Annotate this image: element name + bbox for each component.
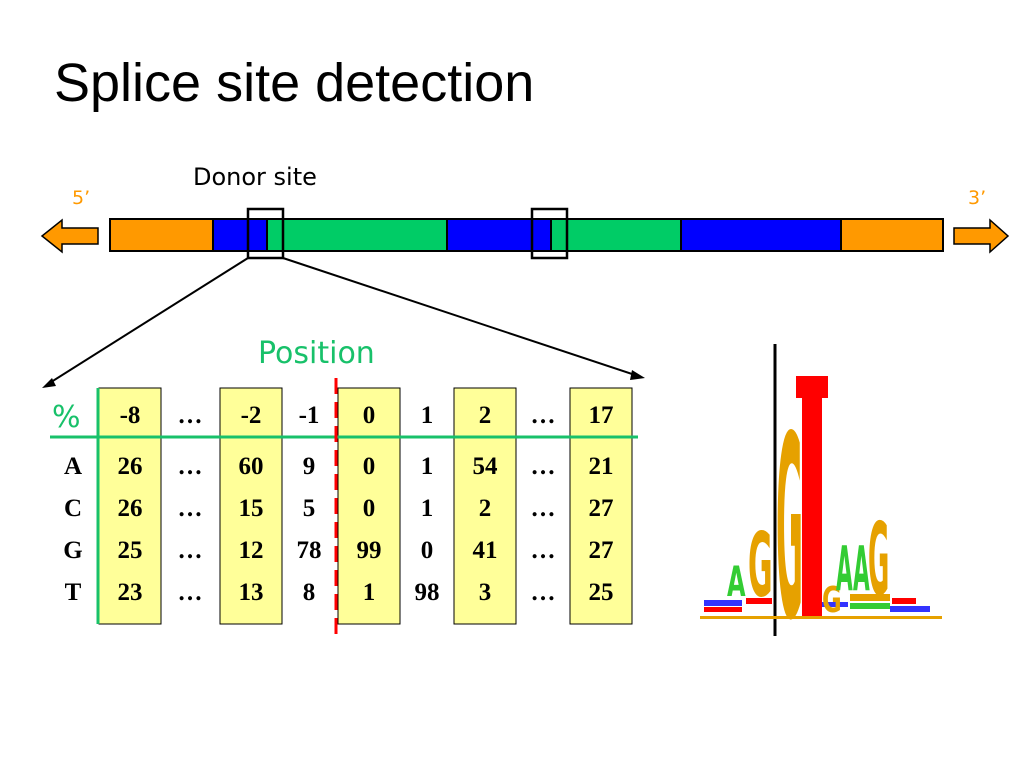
position-header: … bbox=[530, 402, 556, 429]
five-prime-arrow bbox=[40, 218, 99, 254]
table-cell: 41 bbox=[472, 537, 498, 564]
table-cell: 54 bbox=[472, 453, 498, 480]
table-cell: 25 bbox=[588, 579, 614, 606]
exon-2 bbox=[446, 218, 552, 252]
logo-letter-g2: G bbox=[776, 383, 803, 676]
table-cell: 1 bbox=[420, 453, 434, 480]
table-cell: … bbox=[530, 579, 556, 606]
table-cell: … bbox=[177, 453, 203, 480]
table-cell: … bbox=[530, 495, 556, 522]
three-prime-arrow bbox=[953, 218, 1010, 254]
three-prime-label: 3’ bbox=[968, 187, 987, 209]
logo-letter-g1: G bbox=[748, 514, 773, 617]
utr-5 bbox=[109, 218, 214, 252]
donor-site-box bbox=[246, 207, 285, 260]
table-cell: 0 bbox=[362, 453, 376, 480]
donor-site-label: Donor site bbox=[193, 163, 317, 191]
table-cell: 1 bbox=[362, 579, 376, 606]
table-cell: 23 bbox=[117, 579, 143, 606]
base-label: T bbox=[64, 579, 82, 606]
slide-title: Splice site detection bbox=[54, 53, 535, 113]
sequence-logo: A G G G A A G bbox=[700, 344, 942, 676]
table-cell: 8 bbox=[302, 579, 316, 606]
logo-letter-a3: A bbox=[853, 533, 870, 605]
base-label: C bbox=[63, 495, 83, 522]
table-cell: 12 bbox=[238, 537, 264, 564]
table-cell: … bbox=[177, 495, 203, 522]
table-cell: 27 bbox=[588, 495, 614, 522]
table-cell: 5 bbox=[302, 495, 316, 522]
position-header: -8 bbox=[119, 402, 141, 429]
position-header: -2 bbox=[240, 402, 262, 429]
table-cell: 26 bbox=[117, 453, 143, 480]
position-header: … bbox=[177, 402, 203, 429]
base-label: A bbox=[63, 453, 83, 480]
utr-3 bbox=[840, 218, 944, 252]
exon-1 bbox=[212, 218, 268, 252]
logo-letter-g3: G bbox=[822, 580, 842, 621]
position-header: -1 bbox=[298, 402, 320, 429]
table-cell: 60 bbox=[238, 453, 264, 480]
table-cell: 99 bbox=[356, 537, 382, 564]
table-cell: 0 bbox=[420, 537, 434, 564]
position-header: 0 bbox=[362, 402, 376, 429]
position-header: 1 bbox=[420, 402, 434, 429]
table-cell: … bbox=[177, 579, 203, 606]
intron-2 bbox=[550, 218, 682, 252]
percent-label: % bbox=[52, 400, 81, 435]
table-cell: 13 bbox=[238, 579, 264, 606]
five-prime-label: 5’ bbox=[72, 187, 91, 209]
table-cell: … bbox=[530, 453, 556, 480]
table-cell: 2 bbox=[478, 495, 492, 522]
table-cell: 98 bbox=[414, 579, 440, 606]
table-cell: 0 bbox=[362, 495, 376, 522]
acceptor-site-box bbox=[530, 207, 569, 260]
table-cell: 15 bbox=[238, 495, 264, 522]
table-cell: 27 bbox=[588, 537, 614, 564]
table-cell: 26 bbox=[117, 495, 143, 522]
exon-3 bbox=[680, 218, 842, 252]
logo-letter-a1: A bbox=[727, 558, 746, 607]
table-cell: 25 bbox=[117, 537, 143, 564]
table-cell: 9 bbox=[302, 453, 316, 480]
logo-letter-t bbox=[802, 376, 822, 616]
zoom-line-right bbox=[282, 257, 639, 377]
table-cell: 78 bbox=[296, 537, 322, 564]
table-cell: 3 bbox=[478, 579, 492, 606]
table-cell: … bbox=[530, 537, 556, 564]
logo-letter-g4: G bbox=[868, 502, 889, 618]
position-header: 2 bbox=[478, 402, 492, 429]
position-label: Position bbox=[258, 336, 375, 371]
table-cell: 21 bbox=[588, 453, 614, 480]
logo-baseline bbox=[700, 616, 942, 619]
position-header: 17 bbox=[588, 402, 614, 429]
highlight-columns bbox=[98, 387, 633, 625]
logo-letter-a2: A bbox=[836, 533, 853, 605]
table-cell: … bbox=[177, 537, 203, 564]
intron-1 bbox=[266, 218, 448, 252]
table-cell: 1 bbox=[420, 495, 434, 522]
base-label: G bbox=[63, 537, 83, 564]
zoom-line-left bbox=[47, 257, 249, 385]
